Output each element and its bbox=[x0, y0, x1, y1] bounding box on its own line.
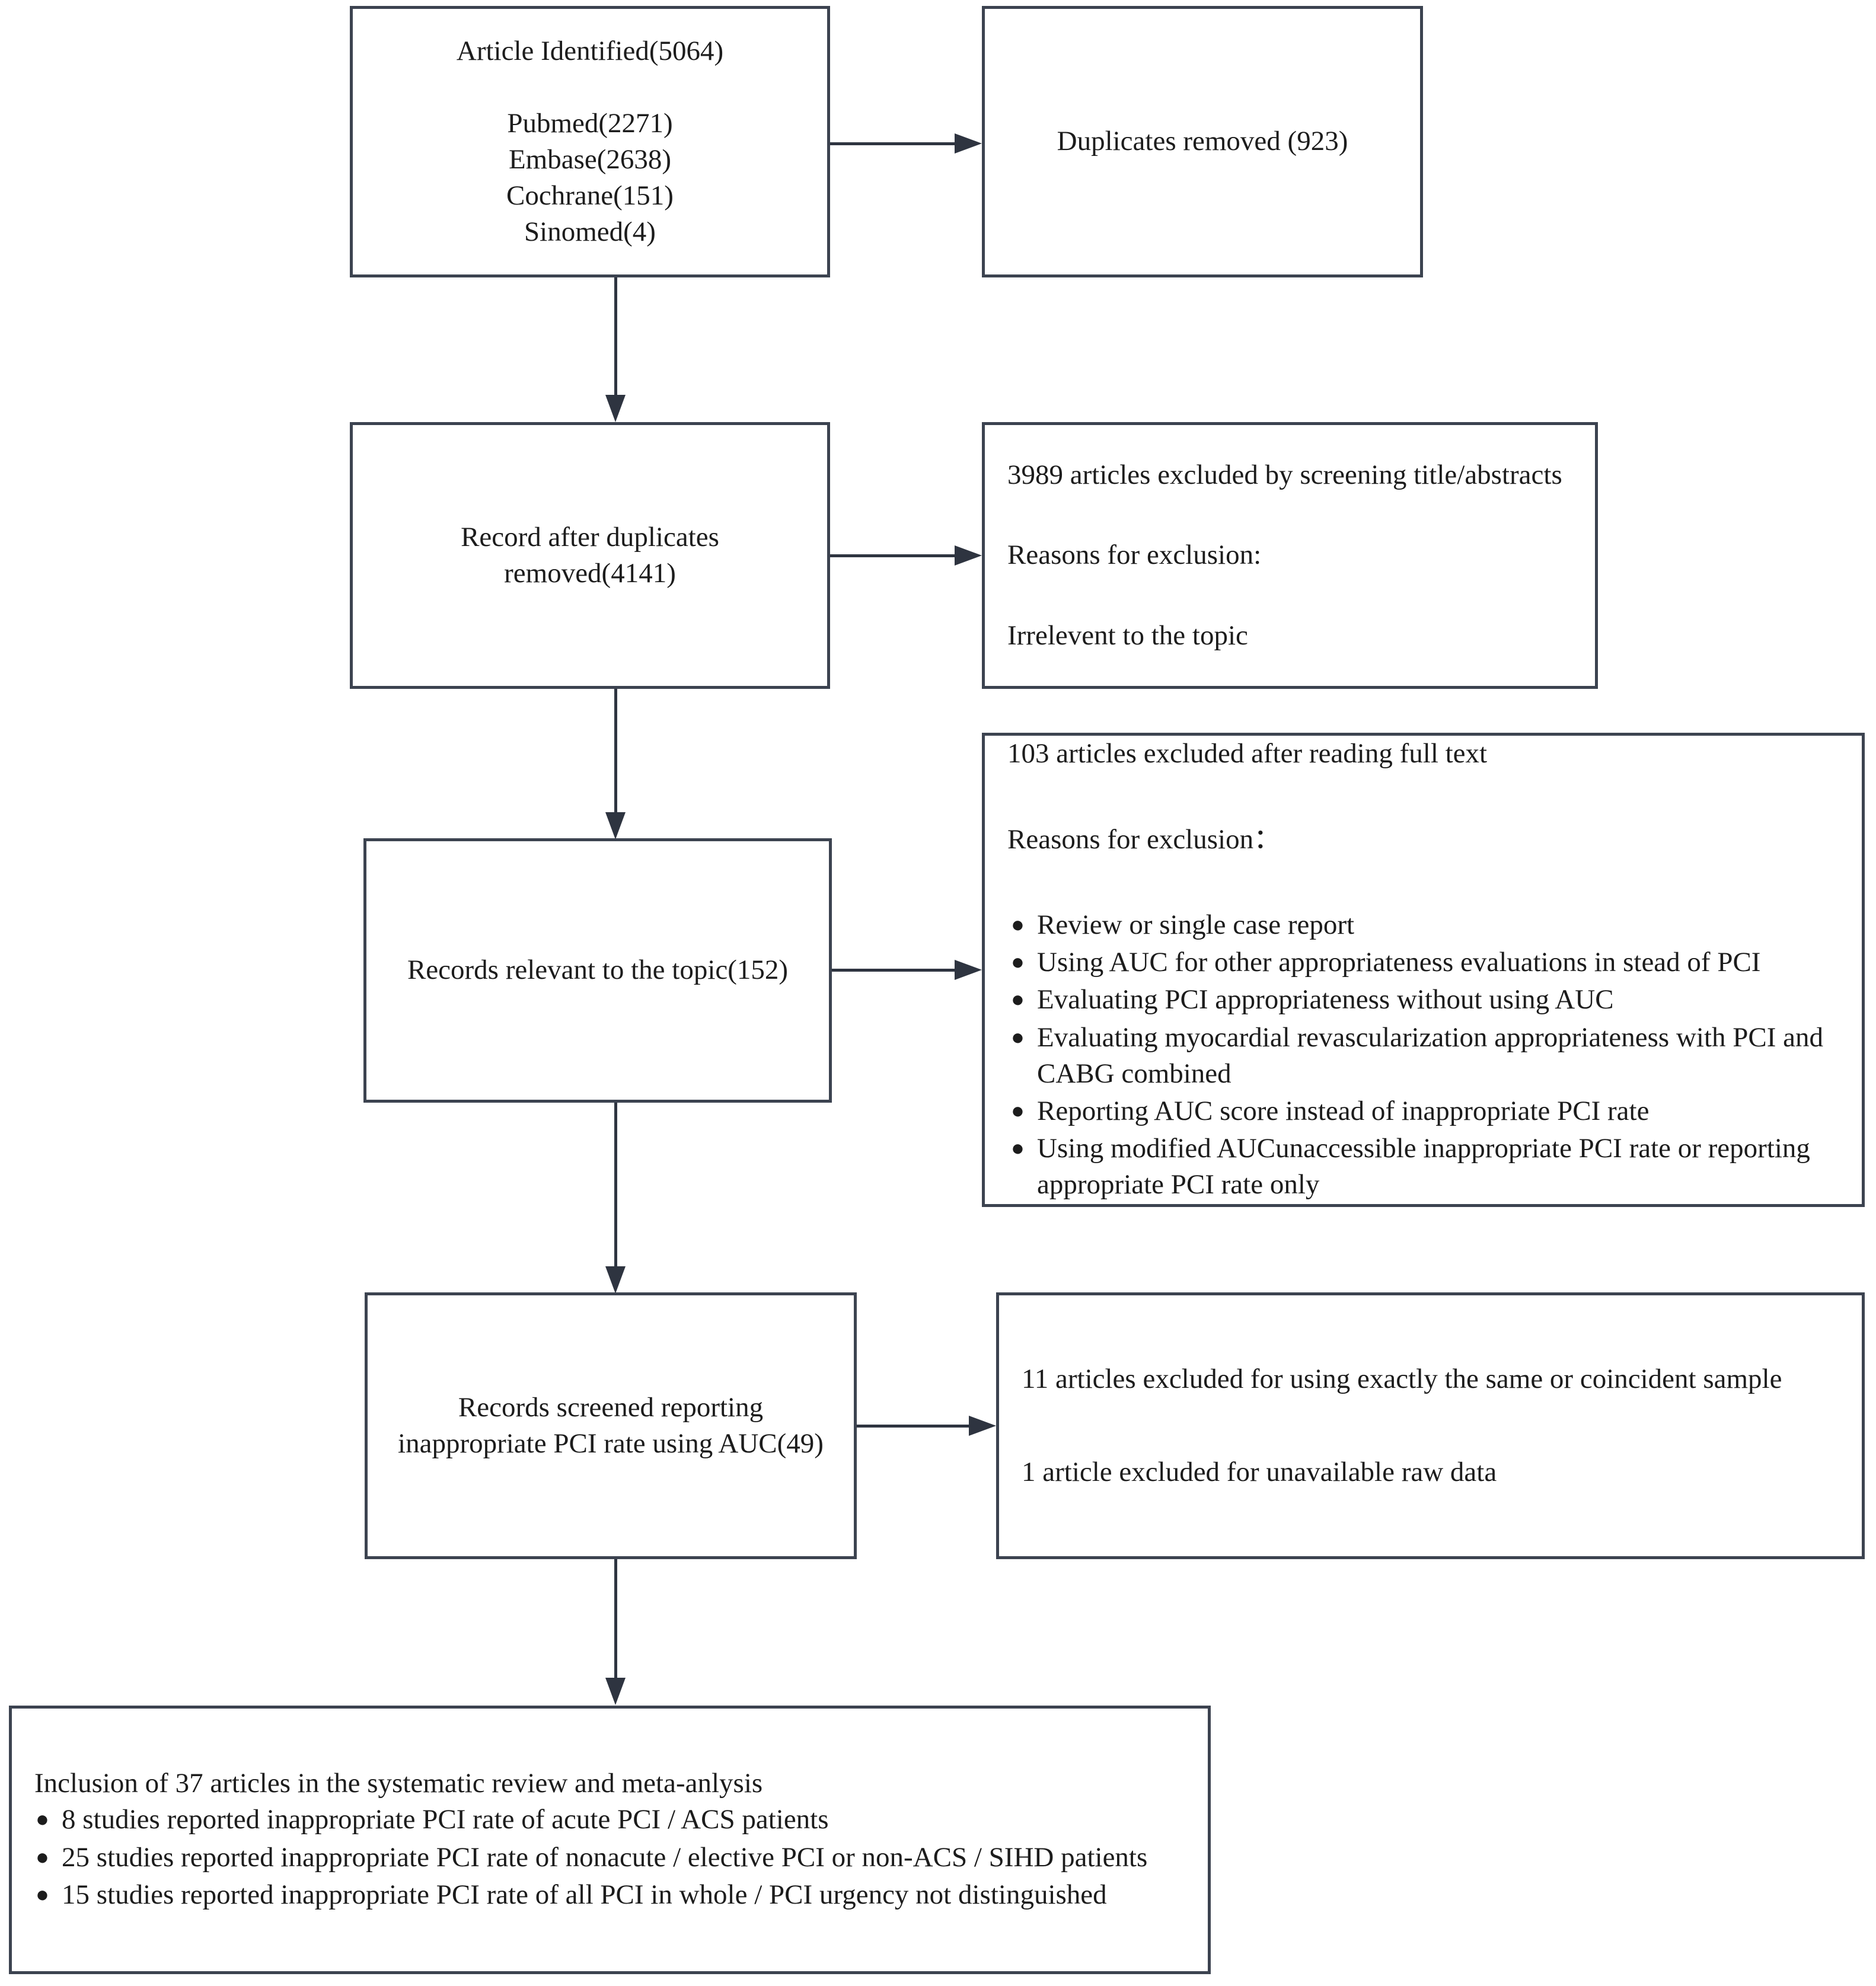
connector-screened-to-sample-exclusion bbox=[857, 1425, 971, 1428]
bullet-icon: ● bbox=[1011, 1098, 1025, 1123]
bullet-icon: ● bbox=[1011, 950, 1025, 975]
identification-heading: Article Identified(5064) bbox=[456, 35, 724, 66]
connector-relevant-to-screened bbox=[614, 1103, 617, 1267]
fulltext-reason-text: Evaluating PCI appropriateness without u… bbox=[1037, 984, 1614, 1016]
list-item: ● Reporting AUC score instead of inappro… bbox=[1011, 1093, 1876, 1129]
screened-records-line2: inappropriate PCI rate using AUC(49) bbox=[398, 1428, 824, 1459]
bullet-icon: ● bbox=[36, 1807, 49, 1832]
duplicates-removed-text: Duplicates removed (923) bbox=[1057, 126, 1348, 157]
sample-exclusion-box: 11 articles excluded for using exactly t… bbox=[996, 1292, 1865, 1559]
relevant-records-box: Records relevant to the topic(152) bbox=[363, 838, 832, 1103]
bullet-icon: ● bbox=[1011, 1135, 1025, 1161]
connector-relevant-to-fulltext-exclusion bbox=[832, 969, 957, 972]
fulltext-exclusion-box: 103 articles excluded after reading full… bbox=[982, 733, 1865, 1207]
list-item: ● Using modified AUCunaccessible inappro… bbox=[1011, 1131, 1876, 1203]
arrow-relevant-to-screened-icon bbox=[605, 1266, 626, 1294]
list-item: ● 8 studies reported inappropriate PCI r… bbox=[36, 1802, 1231, 1838]
fulltext-reason-continuation: and CABG combined bbox=[1037, 1021, 1824, 1089]
screened-records-line1: Records screened reporting bbox=[458, 1391, 764, 1423]
fulltext-reason-continuation: appropriate PCI rate only bbox=[1037, 1168, 1320, 1200]
bullet-icon: ● bbox=[36, 1844, 49, 1870]
inclusion-heading: Inclusion of 37 articles in the systemat… bbox=[34, 1768, 763, 1799]
bullet-icon: ● bbox=[1011, 987, 1025, 1013]
title-abstract-reason: Irrelevent to the topic bbox=[1007, 620, 1248, 651]
connector-screened-to-inclusion bbox=[614, 1559, 617, 1679]
connector-identified-to-duplicates bbox=[830, 142, 956, 145]
list-item: ● 25 studies reported inappropriate PCI … bbox=[36, 1840, 1231, 1876]
connector-after-duplicates-to-relevant bbox=[614, 689, 617, 813]
bullet-icon: ● bbox=[36, 1882, 49, 1907]
inclusion-item-text: 25 studies reported inappropriate PCI ra… bbox=[62, 1841, 1148, 1873]
bullet-icon: ● bbox=[1011, 912, 1025, 938]
arrow-screened-to-inclusion-icon bbox=[605, 1678, 626, 1705]
after-duplicates-line2: removed(4141) bbox=[504, 558, 676, 589]
source-embase: Embase(2638) bbox=[508, 144, 672, 175]
fulltext-reasons-label: Reasons for exclusion： bbox=[1007, 823, 1282, 855]
inclusion-item-text: 15 studies reported inappropriate PCI ra… bbox=[62, 1879, 1107, 1910]
source-cochrane: Cochrane(151) bbox=[506, 180, 674, 212]
bullet-icon: ● bbox=[1011, 1024, 1025, 1050]
title-abstract-count: 3989 articles excluded by screening titl… bbox=[1007, 459, 1562, 491]
relevant-records-text: Records relevant to the topic(152) bbox=[407, 954, 789, 986]
arrow-screened-to-sample-exclusion-icon bbox=[969, 1416, 996, 1436]
fulltext-reason-text: Evaluating myocardial revascularization … bbox=[1037, 1021, 1776, 1053]
list-item: ● Review or single case report bbox=[1011, 907, 1876, 943]
arrow-relevant-to-fulltext-exclusion-icon bbox=[955, 960, 982, 980]
duplicates-removed-box: Duplicates removed (923) bbox=[982, 6, 1423, 277]
fulltext-reason-text: Using modified AUCunaccessible inappropr… bbox=[1037, 1132, 1810, 1164]
fulltext-reason-text: Review or single case report bbox=[1037, 909, 1355, 941]
title-abstract-reasons-label: Reasons for exclusion: bbox=[1007, 539, 1262, 571]
inclusion-list: ● 8 studies reported inappropriate PCI r… bbox=[12, 1802, 1247, 1914]
fulltext-count: 103 articles excluded after reading full… bbox=[1007, 738, 1488, 769]
list-item: ● Evaluating PCI appropriateness without… bbox=[1011, 982, 1876, 1018]
list-item: ● Evaluating myocardial revascularizatio… bbox=[1011, 1020, 1876, 1092]
sample-exclusion-line1: 11 articles excluded for using exactly t… bbox=[1022, 1363, 1782, 1394]
after-duplicates-box: Record after duplicates removed(4141) bbox=[350, 422, 830, 689]
arrow-after-duplicates-to-relevant-icon bbox=[605, 812, 626, 839]
inclusion-item-text: 8 studies reported inappropriate PCI rat… bbox=[62, 1804, 829, 1835]
after-duplicates-line1: Record after duplicates bbox=[461, 521, 719, 553]
arrow-identified-to-duplicates-icon bbox=[955, 133, 982, 154]
arrow-identified-to-after-duplicates-icon bbox=[605, 395, 626, 422]
connector-after-duplicates-to-title-exclusion bbox=[830, 554, 956, 557]
screened-records-box: Records screened reporting inappropriate… bbox=[365, 1292, 857, 1559]
fulltext-reason-list: ● Review or single case report ● Using A… bbox=[985, 907, 1876, 1204]
identification-box: Article Identified(5064) Pubmed(2271) Em… bbox=[350, 6, 830, 277]
list-item: ● 15 studies reported inappropriate PCI … bbox=[36, 1877, 1231, 1913]
inclusion-box: Inclusion of 37 articles in the systemat… bbox=[9, 1706, 1211, 1974]
sample-exclusion-line2: 1 article excluded for unavailable raw d… bbox=[1022, 1457, 1497, 1487]
source-pubmed: Pubmed(2271) bbox=[507, 107, 673, 139]
arrow-after-duplicates-to-title-exclusion-icon bbox=[955, 545, 982, 566]
source-sinomed: Sinomed(4) bbox=[524, 216, 656, 248]
fulltext-reason-text: Using AUC for other appropriateness eval… bbox=[1037, 947, 1761, 978]
fulltext-reason-text: Reporting AUC score instead of inappropr… bbox=[1037, 1095, 1650, 1126]
list-item: ● Using AUC for other appropriateness ev… bbox=[1011, 944, 1876, 981]
connector-identified-to-after-duplicates bbox=[614, 277, 617, 396]
title-abstract-exclusion-box: 3989 articles excluded by screening titl… bbox=[982, 422, 1598, 689]
